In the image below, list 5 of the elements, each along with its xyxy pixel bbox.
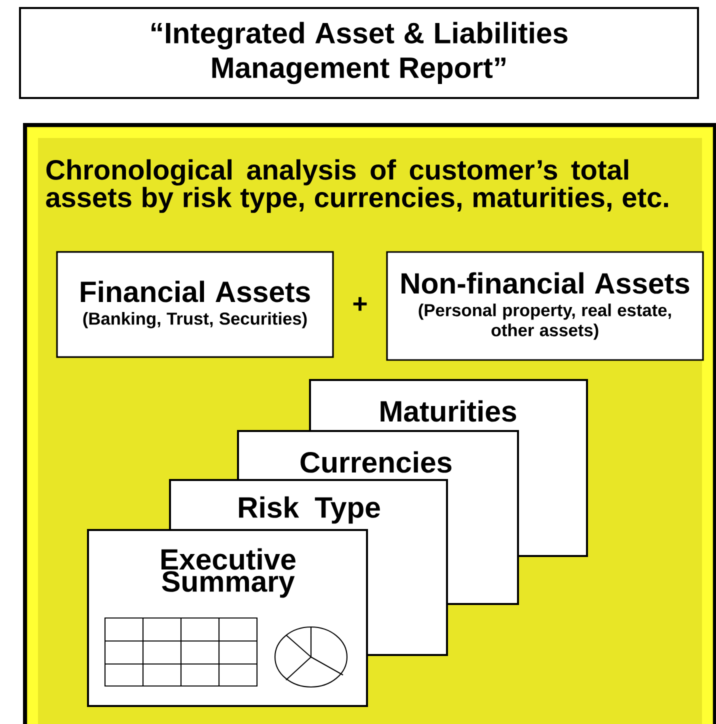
plus-sign: +	[353, 297, 367, 311]
asset-box: Financial Assets (Banking, Trust, Securities)	[56, 251, 334, 358]
asset-box: Non-financial Assets (Personal property, real estate, other assets)	[386, 251, 704, 361]
report-page: Executive Summary	[87, 529, 368, 707]
title-box: “Integrated Asset & Liabilities Management Report”	[19, 7, 699, 99]
